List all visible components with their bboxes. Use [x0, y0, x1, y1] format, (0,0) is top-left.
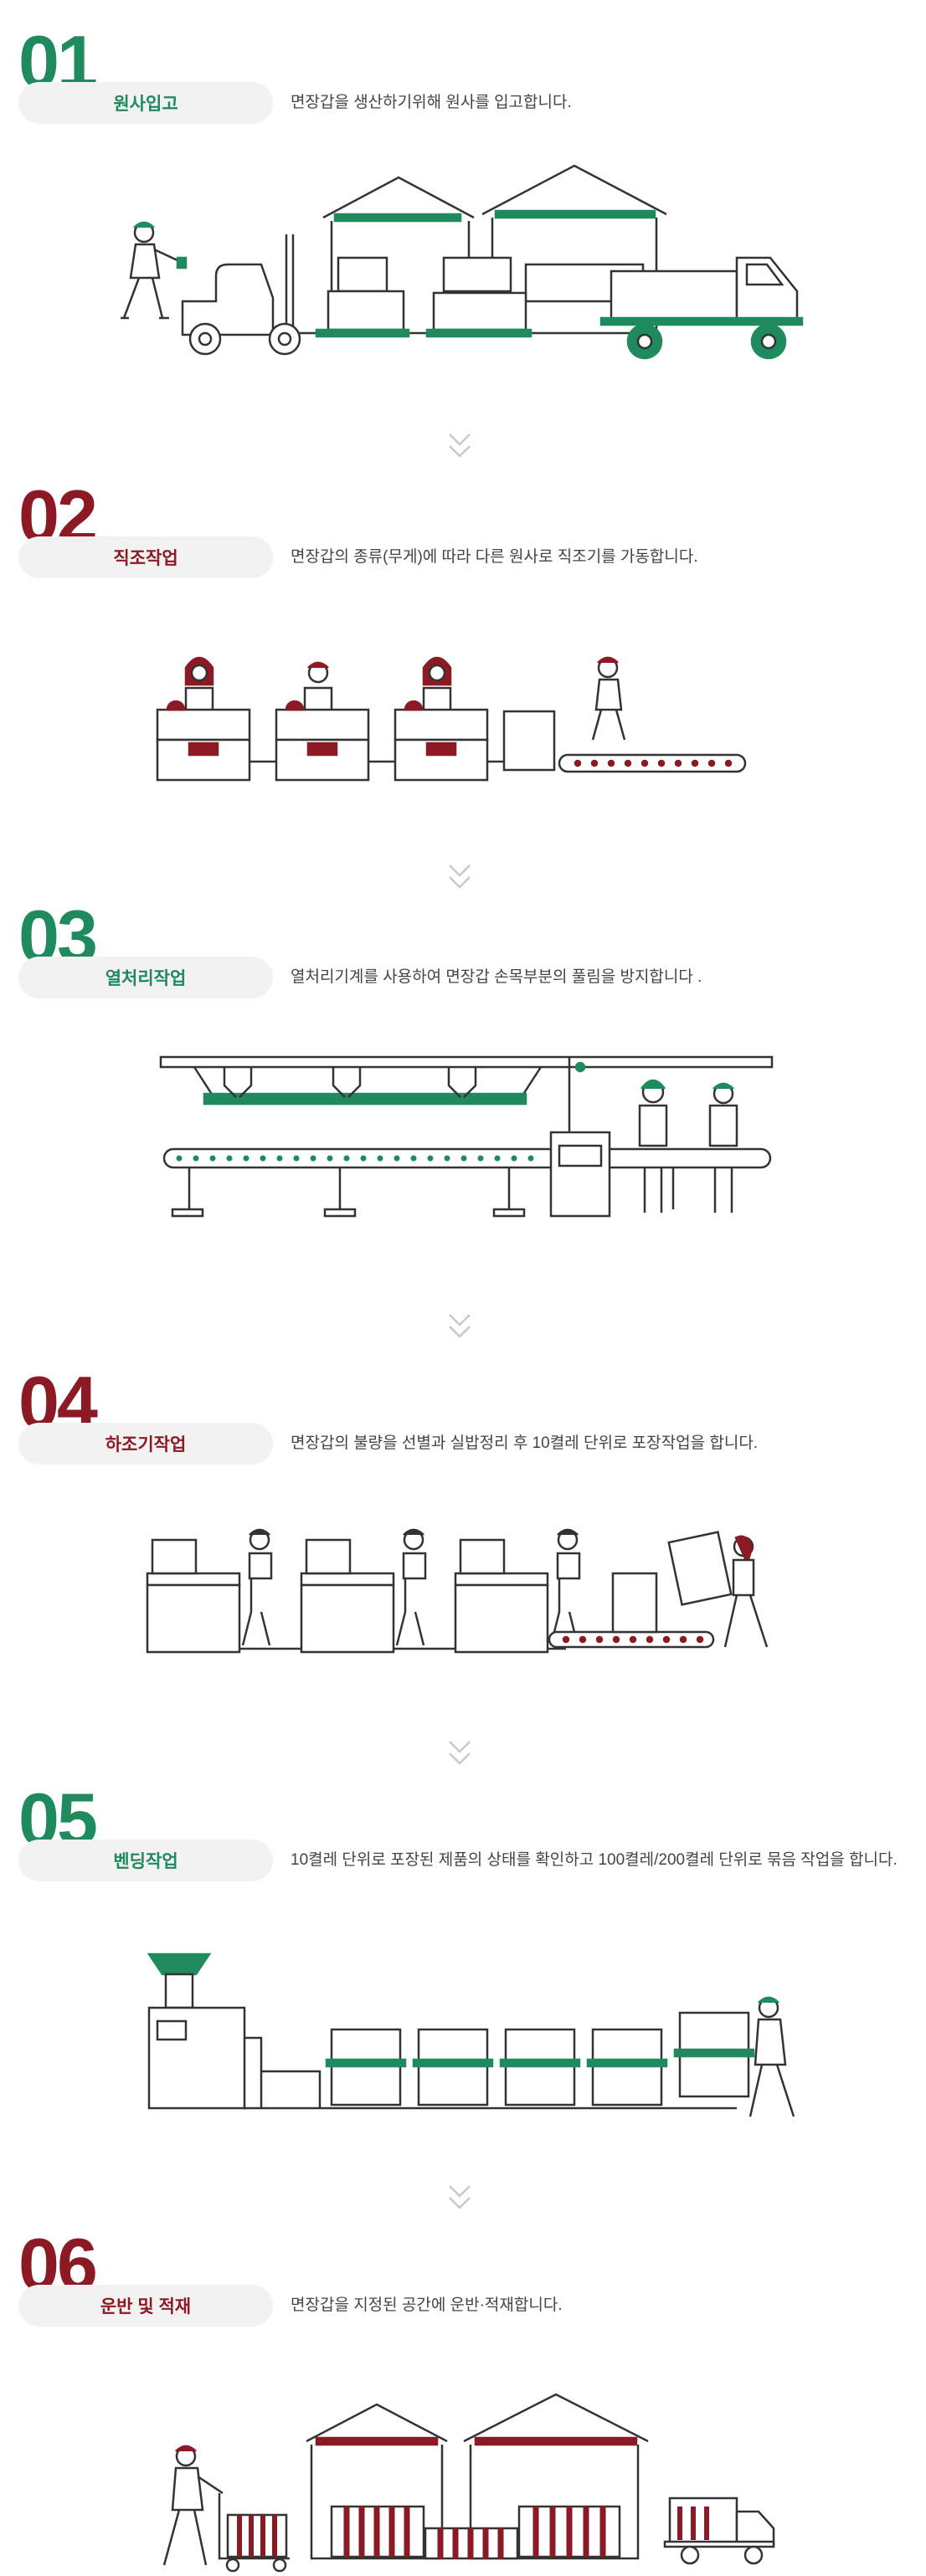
worker-figure: [121, 221, 188, 320]
banded-bundles: [325, 2011, 755, 2106]
warehouse-loading: [306, 2393, 649, 2560]
step-title-pill: 운반 및 적재: [18, 2285, 273, 2327]
packing-conveyor: [548, 1531, 769, 1649]
heat-treatment-workers: [638, 1079, 738, 1213]
heat-treatment-machine: [159, 1055, 774, 1218]
conveyor-belt: [558, 656, 747, 773]
transport-worker: [162, 2445, 224, 2566]
step-title-pill: 벤딩작업: [18, 1840, 273, 1881]
step-title-pill: 원사입고: [18, 82, 273, 124]
illustration-yarn-receiving: [121, 164, 804, 360]
packing-stations: [146, 1538, 566, 1654]
double-chevron-down-icon: [449, 1741, 471, 1765]
step-description: 면장갑의 불량을 선별과 실밥정리 후 10켤레 단위로 포장작업을 합니다.: [291, 1434, 759, 1452]
step-description: 면장갑의 종류(무게)에 따라 다른 원사로 직조기를 가동합니다.: [291, 548, 698, 566]
step-description: 면장갑을 생산하기위해 원사를 입고합니다.: [291, 94, 572, 111]
double-chevron-down-icon: [449, 865, 471, 889]
step-description: 열처리기계를 사용하여 면장갑 손목부분의 풀림을 방지합니다 .: [291, 968, 702, 986]
illustration-inspection-packing: [146, 1528, 769, 1654]
truck: [599, 256, 804, 360]
heat-conveyor-dots: [176, 1155, 534, 1162]
double-chevron-down-icon: [449, 434, 471, 458]
double-chevron-down-icon: [449, 1314, 471, 1338]
illustration-weaving: [156, 656, 747, 782]
forklift: [181, 234, 327, 356]
step-title-pill: 하조기작업: [18, 1423, 273, 1465]
step-title-pill: 직조작업: [18, 536, 273, 578]
weaving-workers: [166, 656, 452, 711]
illustration-transport-loading: [162, 2393, 775, 2573]
step-title-pill: 열처리작업: [18, 957, 273, 998]
step-description: 10켤레 단위로 포장된 제품의 상태를 확인하고 100켤레/200켤레 단위…: [291, 1851, 898, 1869]
step-description: 면장갑을 지정된 공간에 운반·적재합니다.: [291, 2296, 563, 2314]
banding-machine: [147, 1953, 737, 2110]
weaving-machines: [156, 708, 556, 782]
hand-cart: [218, 2493, 290, 2573]
illustration-banding: [147, 1953, 795, 2117]
illustration-heat-treatment: [159, 1055, 774, 1218]
loading-truck: [663, 2496, 775, 2565]
warehouse-left: [315, 176, 475, 338]
banding-worker: [749, 1996, 795, 2117]
double-chevron-down-icon: [449, 2185, 471, 2209]
